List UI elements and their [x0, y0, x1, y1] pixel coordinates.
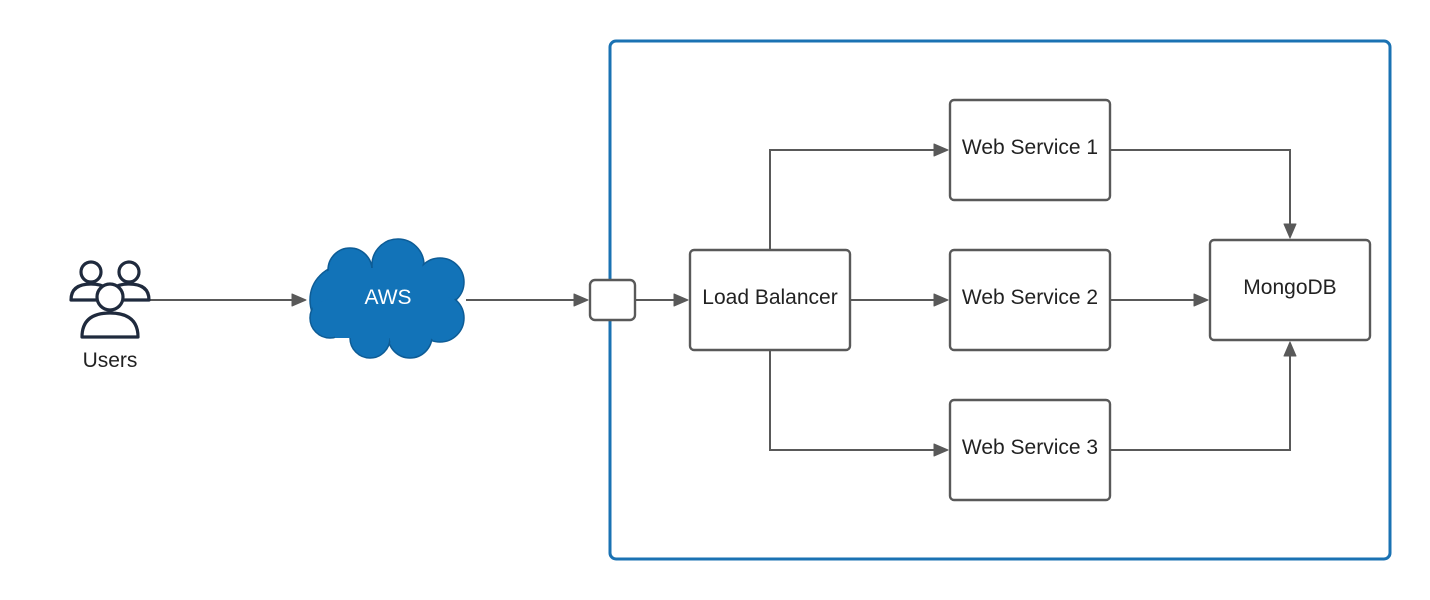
- edge-entry-port-to-load-balancer: [636, 293, 689, 307]
- arrowhead: [573, 293, 589, 307]
- mongodb-box: [1208, 238, 1372, 342]
- arrowhead: [1283, 341, 1297, 357]
- edges: [150, 143, 1297, 457]
- web-service-3-box: [948, 398, 1112, 502]
- load-balancer-label: Load Balancer: [702, 286, 837, 309]
- cloud-fill: [311, 240, 463, 357]
- node-web-service-1[interactable]: Web Service 1: [948, 98, 1112, 202]
- edge-web-service-2-to-mongodb: [1110, 293, 1209, 307]
- edge-load-balancer-to-web-service-2: [850, 293, 949, 307]
- web-service-2-box: [948, 248, 1112, 352]
- node-aws[interactable]: AWS: [309, 238, 465, 359]
- arrowhead: [933, 143, 949, 157]
- edge-web-service-3-to-mongodb: [1110, 341, 1297, 451]
- users-label: Users: [83, 349, 138, 372]
- arrowhead: [673, 293, 689, 307]
- arrowhead: [1193, 293, 1209, 307]
- node-users[interactable]: Users: [69, 260, 151, 372]
- node-load-balancer[interactable]: Load Balancer: [688, 248, 852, 352]
- edge-web-service-1-to-mongodb: [1110, 149, 1297, 239]
- arrowhead: [933, 443, 949, 457]
- edge-load-balancer-to-web-service-1: [769, 143, 949, 250]
- arrowhead: [291, 293, 307, 307]
- entry-port[interactable]: [588, 278, 637, 322]
- arrowhead: [1283, 223, 1297, 239]
- web-service-2-label: Web Service 2: [962, 286, 1098, 309]
- mongodb-label: MongoDB: [1243, 276, 1336, 299]
- load-balancer-box: [688, 248, 852, 352]
- edge-aws-to-entry-port: [466, 293, 589, 307]
- edge-users-to-aws: [150, 293, 307, 307]
- edge-load-balancer-to-web-service-3: [769, 350, 949, 457]
- web-service-1-label: Web Service 1: [962, 136, 1098, 159]
- users-icon: [69, 260, 151, 339]
- arrowhead: [933, 293, 949, 307]
- node-mongodb[interactable]: MongoDB: [1208, 238, 1372, 342]
- aws-label: AWS: [364, 286, 411, 309]
- web-service-3-label: Web Service 3: [962, 436, 1098, 459]
- web-service-1-box: [948, 98, 1112, 202]
- node-web-service-2[interactable]: Web Service 2: [948, 248, 1112, 352]
- node-web-service-3[interactable]: Web Service 3: [948, 398, 1112, 502]
